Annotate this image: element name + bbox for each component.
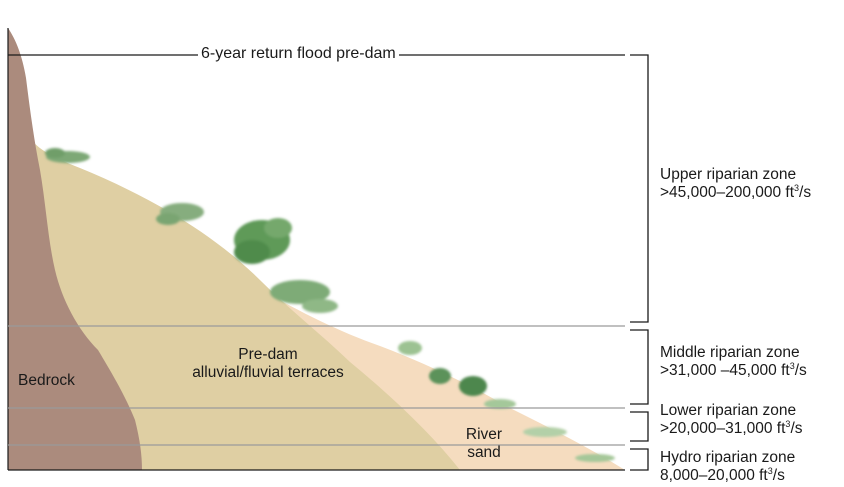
zone-name: Upper riparian zone: [660, 166, 797, 183]
zone-boundary-lines: [8, 325, 625, 446]
zone-name: Hydro riparian zone: [660, 449, 796, 466]
flood-line-label: 6-year return flood pre-dam: [198, 45, 399, 63]
zone-range: >31,000 –45,000 ft3/s: [660, 361, 807, 380]
zone-label-upper: Upper riparian zone >45,000–200,000 ft3/…: [660, 166, 811, 202]
zone-label-lower: Lower riparian zone >20,000–31,000 ft3/s: [660, 402, 803, 438]
shrub: [398, 341, 422, 355]
river-sand-label-line1: River: [465, 426, 503, 443]
shrub: [45, 148, 65, 158]
terraces-layer: [10, 138, 460, 470]
zone-range: >45,000–200,000 ft3/s: [660, 183, 812, 202]
river-sand-label-line2: sand: [467, 444, 501, 461]
river-sand-label: River sand: [456, 426, 512, 462]
tree: [234, 240, 270, 264]
terraces-label-line2: alluvial/fluvial terraces: [192, 364, 344, 381]
shrub: [484, 399, 516, 409]
vegetation: [45, 148, 615, 462]
bedrock-layer: [8, 28, 142, 470]
shrub: [270, 280, 330, 304]
zone-name: Lower riparian zone: [660, 402, 797, 419]
terraces-label-line1: Pre-dam: [238, 346, 298, 363]
zone-name: Middle riparian zone: [660, 344, 800, 361]
zone-brackets: [630, 54, 649, 471]
shrub: [429, 368, 451, 384]
grass: [575, 454, 615, 462]
bracket-upper: [630, 54, 649, 323]
bracket-hydro: [630, 448, 649, 471]
bracket-lower: [630, 411, 649, 442]
zone-label-hydro: Hydro riparian zone 8,000–20,000 ft3/s: [660, 449, 795, 485]
shrub: [156, 213, 180, 225]
bedrock-label: Bedrock: [18, 372, 75, 389]
zone-range: 8,000–20,000 ft3/s: [660, 466, 785, 485]
grass: [523, 427, 567, 437]
tree: [264, 218, 292, 238]
zone-label-middle: Middle riparian zone >31,000 –45,000 ft3…: [660, 344, 807, 380]
shrub: [302, 299, 338, 313]
shrub: [459, 376, 487, 396]
bracket-middle: [630, 329, 649, 405]
terraces-label: Pre-dam alluvial/fluvial terraces: [168, 346, 368, 382]
zone-range: >20,000–31,000 ft3/s: [660, 419, 803, 438]
